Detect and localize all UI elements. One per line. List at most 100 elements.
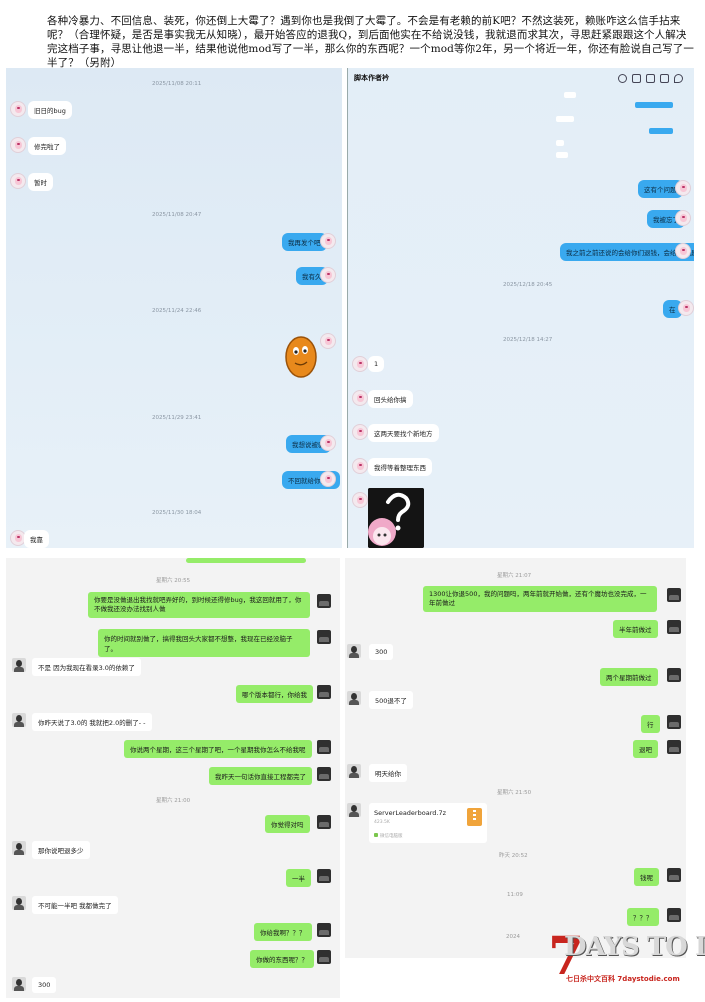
avatar (317, 630, 331, 644)
qq-chat-right: 脚本作者衿 这有个问题 我被忘了 我之前之前还说的会给你们退钱，会给你们退。 2… (347, 68, 694, 548)
message-bubble[interactable]: 修完啦了 (28, 137, 66, 155)
message-bubble[interactable]: 一半 (286, 869, 311, 887)
message-bubble[interactable]: 300 (32, 977, 57, 993)
message-bubble[interactable]: 那你说吧退多少 (32, 841, 90, 859)
message-bubble[interactable]: 明天给你 (369, 764, 407, 782)
message-bubble[interactable]: 行 (641, 715, 660, 733)
timestamp: 2025/11/29 23:41 (152, 415, 202, 421)
message-bubble[interactable]: 旧日的bug (28, 101, 72, 119)
message-bubble[interactable]: 不是 因为我现在看录3.0的依赖了 (32, 658, 141, 676)
timestamp: 星期六 20:55 (156, 578, 191, 584)
avatar (667, 740, 681, 754)
wechat-chat-left: 星期六 20:55 你要是没做退出我找就吧弄好的，到时候还得修bug，我这回就用… (6, 558, 340, 998)
redacted-message (635, 102, 673, 108)
message-bubble[interactable]: 我之前之前还说的会给你们退钱，会给你们退。 (560, 243, 694, 261)
message-bubble[interactable]: 我想说被骗 (286, 435, 331, 453)
location-icon[interactable] (674, 74, 683, 83)
message-bubble[interactable]: 回头给你搞 (368, 390, 413, 408)
avatar (675, 180, 691, 196)
avatar (347, 691, 361, 705)
message-bubble[interactable]: 暂时 (28, 173, 53, 191)
avatar (352, 458, 368, 474)
avatar (347, 644, 361, 658)
avatar (12, 896, 26, 910)
message-bubble[interactable]: 这有个问题 (638, 180, 683, 198)
message-bubble[interactable]: 你的时间就别做了，搞得我回头大家都不想整，我现在已经没脑子了。 (98, 629, 310, 657)
message-bubble[interactable]: 钱呢 (634, 868, 659, 886)
timestamp: 2025/11/24 22:46 (152, 308, 202, 314)
message-bubble[interactable]: 半年前做过 (613, 620, 658, 638)
message-bubble[interactable]: 两个星期前做过 (600, 668, 658, 686)
message-bubble[interactable]: 我得等着整理东西 (368, 458, 432, 476)
avatar (317, 815, 331, 829)
file-source: 微信电脑版 (380, 834, 403, 839)
logo-subtitle: 七日杀中文百科 7daystodie.com (566, 975, 680, 983)
timestamp: 星期六 21:50 (497, 790, 532, 796)
message-bubble[interactable]: 1 (368, 356, 385, 372)
wechat-chat-right: 星期六 21:07 1300让你退500，我的问题吗，两年前就开始做，还有个魔坊… (345, 558, 686, 958)
message-bubble[interactable]: 我昨天一句话你直接工程都完了 (209, 767, 312, 785)
message-bubble[interactable]: 我靠 (24, 530, 49, 548)
file-size: 423.5K (374, 820, 390, 825)
message-bubble[interactable]: 300 (369, 644, 394, 660)
shield-icon[interactable] (646, 74, 655, 83)
avatar (352, 492, 368, 508)
message-bubble[interactable]: 你给我啊？？？ (254, 923, 312, 941)
file-attachment[interactable]: ServerLeaderboard.7z 423.5K 微信电脑版 (369, 803, 487, 843)
message-bubble[interactable]: 你要是没做退出我找就吧弄好的，到时候还得修bug，我这回就用了，你不做我还没办法… (88, 592, 310, 618)
avatar (667, 620, 681, 634)
zip-file-icon (467, 808, 482, 826)
message-bubble[interactable]: 你说两个星期，这三个星期了吧，一个星期我你怎么不给我呢 (124, 740, 312, 758)
video-icon[interactable] (632, 74, 641, 83)
redacted-message (556, 116, 574, 122)
file-name: ServerLeaderboard.7z (374, 809, 446, 817)
chat-title: 脚本作者衿 (354, 74, 389, 82)
avatar (317, 594, 331, 608)
avatar (678, 300, 694, 316)
avatar (667, 908, 681, 922)
avatar (317, 869, 331, 883)
phone-icon[interactable] (618, 74, 627, 83)
message-bubble[interactable]: 退吧 (633, 740, 658, 758)
avatar (347, 803, 361, 817)
avatar (317, 950, 331, 964)
wechat-icon (374, 833, 378, 837)
intro-paragraph: 各种冷暴力、不回信息、装死，你还倒上大霉了？遇到你也是我倒了大霉了。不会是有老赖… (47, 15, 694, 69)
message-bubble[interactable]: 1300让你退500，我的问题吗，两年前就开始做，还有个魔坊也没完成，一年前做过 (423, 586, 657, 612)
avatar (352, 356, 368, 372)
avatar (667, 668, 681, 682)
avatar (317, 923, 331, 937)
message-bubble[interactable]: 不可能一半吧 我都做完了 (32, 896, 118, 914)
timestamp: 昨天 20:52 (499, 853, 528, 859)
message-bubble[interactable]: 你做的东西呢？？ (250, 950, 314, 968)
avatar (317, 767, 331, 781)
avatar (320, 267, 336, 283)
message-bubble[interactable]: 我有久 (296, 267, 328, 285)
avatar (347, 764, 361, 778)
timestamp: 2025/11/08 20:11 (152, 81, 202, 87)
message-bubble[interactable]: 500退不了 (369, 691, 413, 709)
avatar (675, 243, 691, 259)
timestamp: 2025/12/18 20:45 (503, 282, 553, 288)
message-bubble[interactable]: 在 (663, 300, 682, 318)
message-bubble[interactable]: 这两天要找个新地方 (368, 424, 439, 442)
redacted-message (556, 140, 564, 146)
avatar (352, 424, 368, 440)
logo-seven: 7 (548, 926, 585, 987)
timestamp: 2025/11/30 18:04 (152, 510, 202, 516)
avatar (10, 173, 26, 189)
timestamp: 星期六 21:07 (497, 573, 532, 579)
message-bubble[interactable]: 你昨天说了3.0的 我就把2.0的删了- - (32, 713, 152, 731)
message-bubble[interactable]: 哪个版本都行，你给我 (236, 685, 313, 703)
avatar (667, 715, 681, 729)
redacted-message (564, 92, 576, 98)
message-bubble[interactable]: 你觉得对吗 (265, 815, 310, 833)
avatar (317, 740, 331, 754)
message-bubble[interactable]: 我再发个吧 (282, 233, 327, 251)
screen-share-icon[interactable] (660, 74, 669, 83)
message-bubble[interactable]: ？？？ (627, 908, 659, 926)
avatar (12, 713, 26, 727)
timestamp: 2024 (506, 934, 520, 940)
redacted-message (556, 152, 568, 158)
